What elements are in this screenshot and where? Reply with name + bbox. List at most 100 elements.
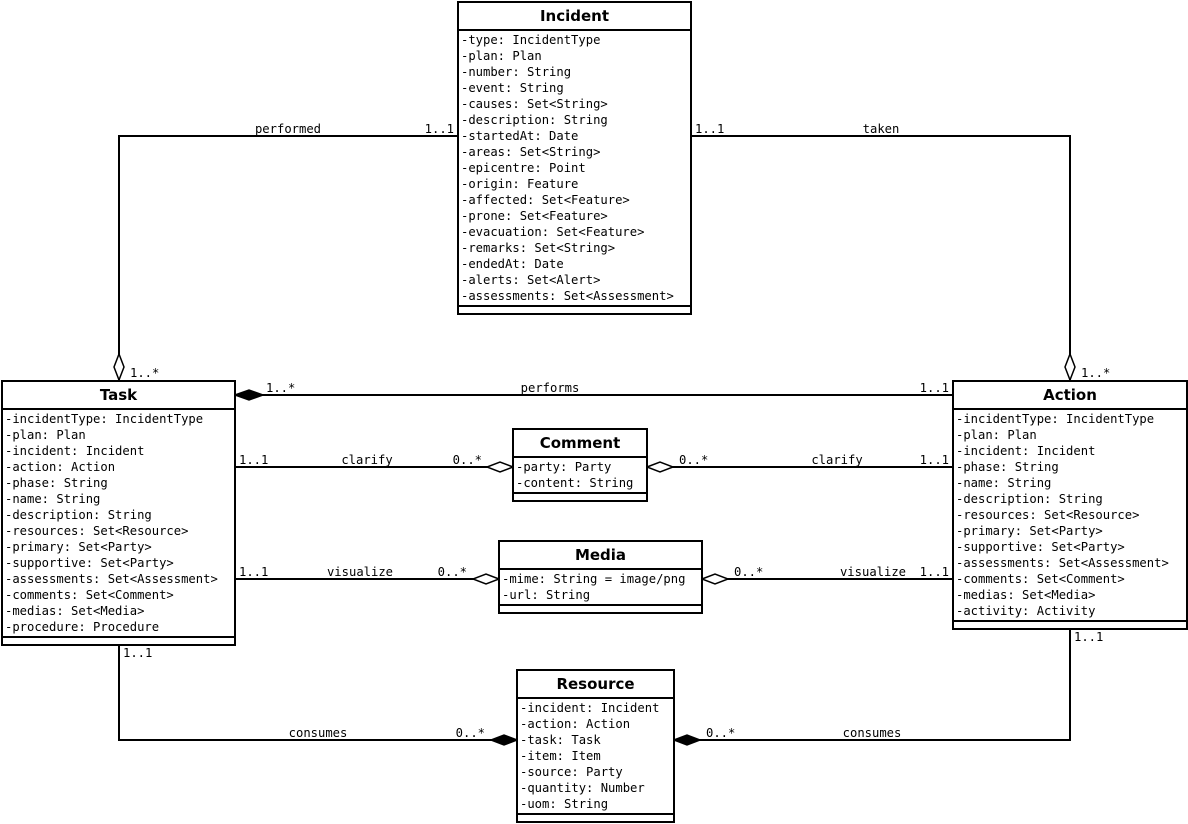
class-attribute: -causes: Set<String> bbox=[461, 97, 608, 111]
class-attribute: -source: Party bbox=[520, 765, 623, 779]
class-name: Resource bbox=[556, 675, 634, 693]
assoc-label: clarify bbox=[341, 453, 392, 467]
class-attribute: -comments: Set<Comment> bbox=[956, 572, 1125, 586]
class-attribute: -evacuation: Set<Feature> bbox=[461, 225, 644, 239]
class-attribute: -supportive: Set<Party> bbox=[5, 556, 174, 570]
class-attribute: -task: Task bbox=[520, 733, 601, 747]
assoc-mult-to: 0..* bbox=[456, 726, 485, 740]
class-attribute: -affected: Set<Feature> bbox=[461, 193, 630, 207]
assoc-mult-from: 1..1 bbox=[239, 453, 268, 467]
class-resource[interactable]: Resource -incident: Incident -action: Act… bbox=[516, 669, 675, 823]
class-attribute: -uom: String bbox=[520, 797, 608, 811]
class-attribute: -primary: Set<Party> bbox=[5, 540, 152, 554]
class-name: Incident bbox=[540, 7, 609, 25]
class-attribute: -procedure: Procedure bbox=[5, 620, 159, 634]
assoc-mult-to: 0..* bbox=[679, 453, 708, 467]
assoc-mult-from: 1..1 bbox=[920, 565, 949, 579]
assoc-mult-from: 1..1 bbox=[123, 646, 152, 660]
assoc-label: visualize bbox=[327, 565, 393, 579]
class-attribute: -quantity: Number bbox=[520, 781, 645, 795]
class-media[interactable]: Media -mime: String = image/png -url: Str… bbox=[498, 540, 703, 614]
association-action-task[interactable]: performs 1..1 1..* bbox=[232, 381, 953, 401]
class-attribute: -incident: Incident bbox=[5, 444, 144, 458]
assoc-mult-to: 1..* bbox=[266, 381, 295, 395]
class-attribute: -incident: Incident bbox=[956, 444, 1095, 458]
class-attribute: -resources: Set<Resource> bbox=[956, 508, 1139, 522]
assoc-mult-from: 1..1 bbox=[695, 122, 724, 136]
class-attribute: -phase: String bbox=[956, 460, 1059, 474]
class-incident[interactable]: Incident -type: IncidentType -plan: Plan -… bbox=[457, 1, 692, 315]
association-action-media[interactable]: visualize 1..1 0..* bbox=[699, 565, 953, 585]
aggregation-diamond-icon bbox=[470, 573, 502, 585]
composition-diamond-icon bbox=[232, 389, 266, 401]
aggregation-diamond-icon bbox=[484, 461, 516, 473]
class-attribute: -alerts: Set<Alert> bbox=[461, 273, 600, 287]
association-action-resource[interactable]: consumes 1..1 0..* bbox=[671, 629, 1103, 746]
class-attribute: -plan: Plan bbox=[5, 428, 86, 442]
class-attribute: -medias: Set<Media> bbox=[956, 588, 1095, 602]
class-name: Task bbox=[100, 386, 138, 404]
class-attribute: -party: Party bbox=[516, 460, 611, 474]
class-attribute: -prone: Set<Feature> bbox=[461, 209, 608, 223]
class-attribute: -assessments: Set<Assessment> bbox=[5, 572, 218, 586]
assoc-mult-from: 1..1 bbox=[1074, 630, 1103, 644]
class-attribute: -name: String bbox=[5, 492, 100, 506]
assoc-mult-from: 1..1 bbox=[239, 565, 268, 579]
aggregation-diamond-icon bbox=[1064, 351, 1076, 383]
class-attribute: -type: IncidentType bbox=[461, 33, 600, 47]
class-attribute: -comments: Set<Comment> bbox=[5, 588, 174, 602]
class-attribute: -assessments: Set<Assessment> bbox=[956, 556, 1169, 570]
assoc-mult-to: 0..* bbox=[438, 565, 467, 579]
assoc-mult-from: 1..1 bbox=[425, 122, 454, 136]
class-attribute: -medias: Set<Media> bbox=[5, 604, 144, 618]
class-action[interactable]: Action -incidentType: IncidentType -plan:… bbox=[952, 380, 1188, 630]
class-attribute: -incidentType: IncidentType bbox=[956, 412, 1154, 426]
class-attribute: -activity: Activity bbox=[956, 604, 1095, 618]
class-attribute: -phase: String bbox=[5, 476, 108, 490]
class-attribute: -description: String bbox=[956, 492, 1103, 506]
association-incident-task[interactable]: performed 1..1 1..* bbox=[113, 122, 457, 383]
class-attribute: -action: Action bbox=[520, 717, 630, 731]
composition-diamond-icon bbox=[671, 734, 703, 746]
association-task-comment[interactable]: clarify 1..1 0..* bbox=[235, 453, 516, 473]
class-attribute: -action: Action bbox=[5, 460, 115, 474]
association-task-media[interactable]: visualize 1..1 0..* bbox=[235, 565, 502, 585]
aggregation-diamond-icon bbox=[644, 461, 676, 473]
class-attribute: -resources: Set<Resource> bbox=[5, 524, 188, 538]
association-incident-action[interactable]: taken 1..1 1..* bbox=[691, 122, 1110, 383]
class-attribute: -description: String bbox=[5, 508, 152, 522]
assoc-mult-to: 0..* bbox=[453, 453, 482, 467]
class-attribute: -mime: String = image/png bbox=[502, 572, 685, 586]
class-attribute: -item: Item bbox=[520, 749, 601, 763]
class-attribute: -supportive: Set<Party> bbox=[956, 540, 1125, 554]
class-attribute: -plan: Plan bbox=[461, 49, 542, 63]
class-name: Comment bbox=[540, 434, 621, 452]
class-attribute: -remarks: Set<String> bbox=[461, 241, 615, 255]
assoc-mult-to: 0..* bbox=[734, 565, 763, 579]
class-name: Media bbox=[575, 546, 626, 564]
aggregation-diamond-icon bbox=[699, 573, 731, 585]
class-task[interactable]: Task -incidentType: IncidentType -plan: P… bbox=[1, 380, 236, 646]
association-action-comment[interactable]: clarify 1..1 0..* bbox=[644, 453, 953, 473]
class-comment[interactable]: Comment -party: Party-content: String bbox=[512, 428, 648, 502]
assoc-label: clarify bbox=[811, 453, 862, 467]
assoc-label: taken bbox=[863, 122, 900, 136]
class-attribute: -url: String bbox=[502, 588, 590, 602]
class-attribute: -incident: Incident bbox=[520, 701, 659, 715]
class-attribute: -number: String bbox=[461, 65, 571, 79]
assoc-mult-to: 1..* bbox=[130, 366, 159, 380]
assoc-label: consumes bbox=[289, 726, 348, 740]
class-attribute: -description: String bbox=[461, 113, 608, 127]
class-attribute: -epicentre: Point bbox=[461, 161, 586, 175]
class-attribute: -plan: Plan bbox=[956, 428, 1037, 442]
assoc-label: performs bbox=[521, 381, 580, 395]
association-task-resource[interactable]: consumes 1..1 0..* bbox=[118, 645, 520, 746]
class-attribute: -event: String bbox=[461, 81, 564, 95]
class-attribute: -startedAt: Date bbox=[461, 129, 578, 143]
composition-diamond-icon bbox=[488, 734, 520, 746]
class-attribute: -incidentType: IncidentType bbox=[5, 412, 203, 426]
class-name: Action bbox=[1043, 386, 1097, 404]
assoc-mult-from: 1..1 bbox=[920, 381, 949, 395]
class-attribute: -endedAt: Date bbox=[461, 257, 564, 271]
